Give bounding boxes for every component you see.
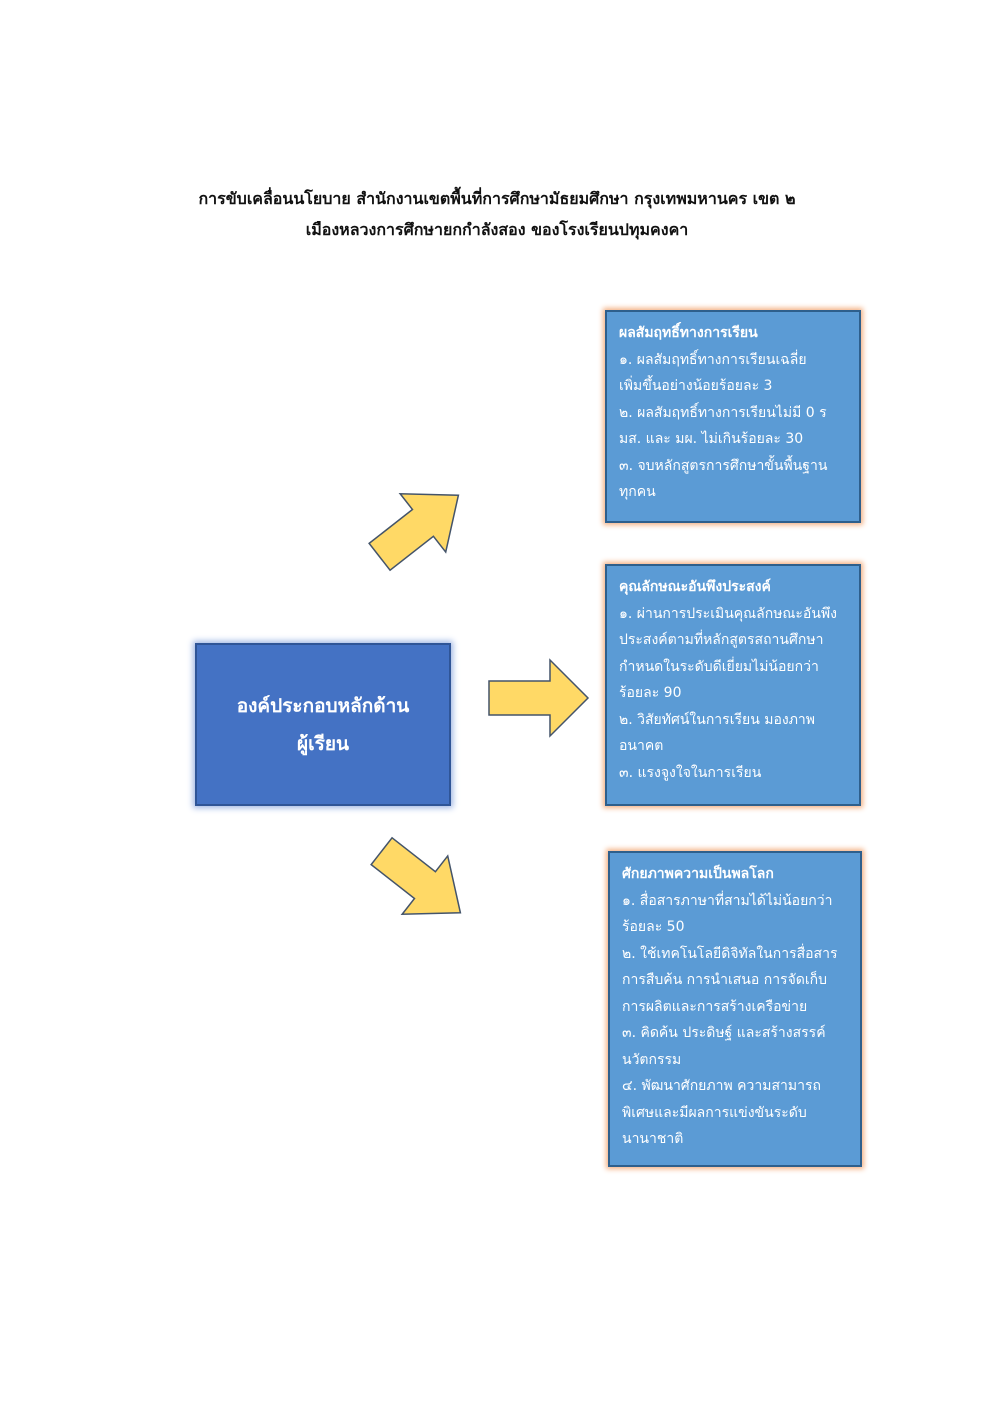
page-title-line-2: เมืองหลวงการศึกษายกกำลังสอง ของโรงเรียนป…: [305, 220, 689, 239]
desired-characteristics-line: ร้อยละ 90: [619, 685, 682, 701]
global-citizen-line: การผลิตและการสร้างเครือข่าย: [622, 998, 808, 1015]
desired-characteristics-line: ๒. วิสัยทัศน์ในการเรียน มองภาพ: [619, 711, 816, 728]
achievement-box: ผลสัมฤทธิ์ทางการเรียน ๑. ผลสัมฤทธิ์ทางกา…: [605, 310, 861, 523]
desired-characteristics-line: ๑. ผ่านการประเมินคุณลักษณะอันพึง: [619, 605, 837, 622]
achievement-line: ๒. ผลสัมฤทธิ์ทางการเรียนไม่มี 0 ร: [619, 404, 827, 421]
desired-characteristics-line: อนาคต: [619, 738, 664, 754]
desired-characteristics-box: คุณลักษณะอันพึงประสงค์ ๑. ผ่านการประเมิน…: [605, 564, 861, 806]
achievement-line: ๓. จบหลักสูตรการศึกษาขั้นพื้นฐาน: [619, 457, 828, 474]
desired-characteristics-line: ๓. แรงจูงใจในการเรียน: [619, 764, 762, 781]
global-citizen-line: ๑. สื่อสารภาษาที่สามได้ไม่น้อยกว่า: [622, 892, 833, 909]
achievement-line: ทุกคน: [619, 484, 656, 500]
page-title-line-1: การขับเคลื่อนนโยบาย สำนักงานเขตพื้นที่กา…: [198, 189, 796, 208]
achievement-heading: ผลสัมฤทธิ์ทางการเรียน: [619, 325, 758, 341]
central-label-line-1: องค์ประกอบหลักด้าน: [236, 694, 410, 717]
global-citizen-line: นานาชาติ: [622, 1131, 684, 1147]
arrow-up-right-icon: [368, 492, 460, 572]
achievement-line: เพิ่มขึ้นอย่างน้อยร้อยละ 3: [619, 378, 773, 394]
arrow-right-icon: [488, 658, 590, 738]
arrow-down-right-icon: [370, 836, 462, 916]
global-citizen-line: พิเศษและมีผลการแข่งขันระดับ: [622, 1104, 807, 1121]
global-citizen-heading: ศักยภาพความเป็นพลโลก: [622, 866, 774, 882]
achievement-line: มส. และ มผ. ไม่เกินร้อยละ 30: [619, 431, 804, 447]
global-citizen-line: การสืบค้น การนำเสนอ การจัดเก็บ: [622, 972, 828, 988]
global-citizen-line: นวัตกรรม: [622, 1051, 682, 1068]
global-citizen-box: ศักยภาพความเป็นพลโลก ๑. สื่อสารภาษาที่สา…: [608, 851, 862, 1167]
global-citizen-line: ๓. คิดค้น ประดิษฐ์ และสร้างสรรค์: [622, 1025, 826, 1041]
desired-characteristics-line: ประสงค์ตามที่หลักสูตรสถานศึกษา: [619, 632, 824, 648]
desired-characteristics-heading: คุณลักษณะอันพึงประสงค์: [619, 579, 771, 595]
global-citizen-line: ร้อยละ 50: [622, 919, 685, 935]
global-citizen-line: ๒. ใช้เทคโนโลยีดิจิทัลในการสื่อสาร: [622, 945, 838, 962]
central-component-box: องค์ประกอบหลักด้าน ผู้เรียน: [195, 643, 451, 806]
global-citizen-line: ๔. พัฒนาศักยภาพ ความสามารถ: [622, 1078, 821, 1094]
achievement-line: ๑. ผลสัมฤทธิ์ทางการเรียนเฉลี่ย: [619, 351, 807, 368]
desired-characteristics-line: กำหนดในระดับดีเยี่ยมไม่น้อยกว่า: [619, 658, 819, 675]
central-label-line-2: ผู้เรียน: [297, 732, 349, 755]
